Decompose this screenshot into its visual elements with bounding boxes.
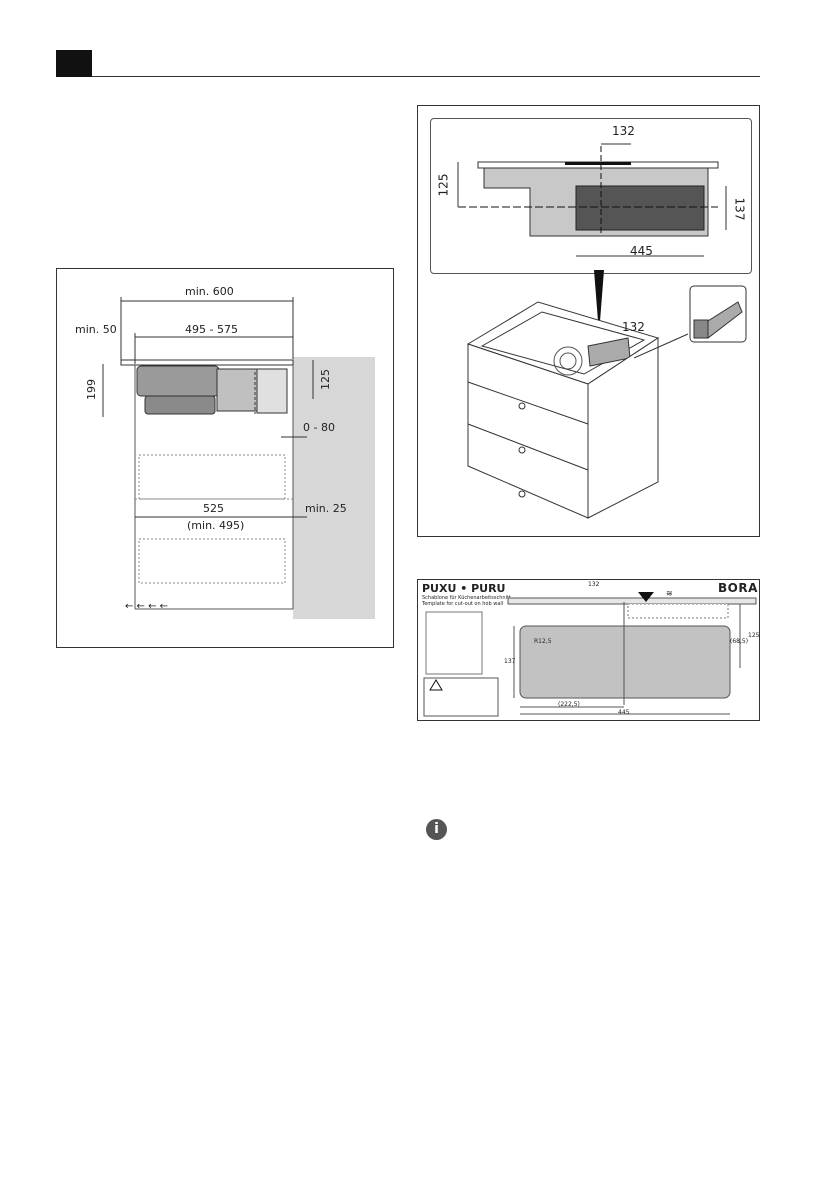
dim-495-575: 495 - 575 xyxy=(185,323,238,336)
tpl-dim-68: (68,5) xyxy=(730,638,748,645)
tpl-radius: R12,5 xyxy=(534,638,552,645)
dim-125: 125 xyxy=(319,369,332,390)
dim-min-600: min. 600 xyxy=(185,285,234,298)
header-rule xyxy=(92,76,760,77)
info-icon: i xyxy=(426,819,447,840)
drawer xyxy=(139,539,285,583)
tpl-dim-125: 125 xyxy=(748,632,759,639)
tpl-dim-137: 137 xyxy=(504,658,515,665)
dim-445: 445 xyxy=(630,244,653,258)
cutout-template-card: PUXU • PURU Schablone für Küchenarbeitss… xyxy=(417,579,760,721)
dim-0-80: 0 - 80 xyxy=(303,421,335,434)
dim-137: 137 xyxy=(732,198,746,221)
tpl-dim-222: (222,5) xyxy=(558,701,580,708)
countertop xyxy=(121,360,293,365)
dim-525: 525 xyxy=(203,502,224,515)
dim-132-top: 132 xyxy=(612,124,635,138)
svg-text:≋: ≋ xyxy=(666,589,673,598)
drawer xyxy=(139,455,285,499)
dim-min-495: (min. 495) xyxy=(187,519,244,532)
right-cutout-figure: 132 125 137 445 132 xyxy=(417,105,760,537)
left-installation-figure: ← ← ← ← min. 600 min. 50 495 - 575 199 1… xyxy=(56,268,394,648)
dim-199: 199 xyxy=(85,379,98,400)
svg-text:← ← ← ←: ← ← ← ← xyxy=(125,601,168,612)
cutout-area xyxy=(520,626,730,698)
dim-125-right: 125 xyxy=(436,174,450,197)
chapter-marker xyxy=(56,50,92,77)
wall xyxy=(293,357,375,619)
dim-132-mid: 132 xyxy=(622,320,645,334)
tpl-dim-445: 445 xyxy=(618,709,629,716)
fan-unit xyxy=(576,186,704,230)
dim-min-50: min. 50 xyxy=(75,323,117,336)
hob-body xyxy=(137,366,219,396)
right-figure-drawing xyxy=(418,106,761,538)
tpl-dim-132: 132 xyxy=(588,581,599,588)
dim-min-25: min. 25 xyxy=(305,502,347,515)
template-drawing: ≋ xyxy=(418,580,761,722)
